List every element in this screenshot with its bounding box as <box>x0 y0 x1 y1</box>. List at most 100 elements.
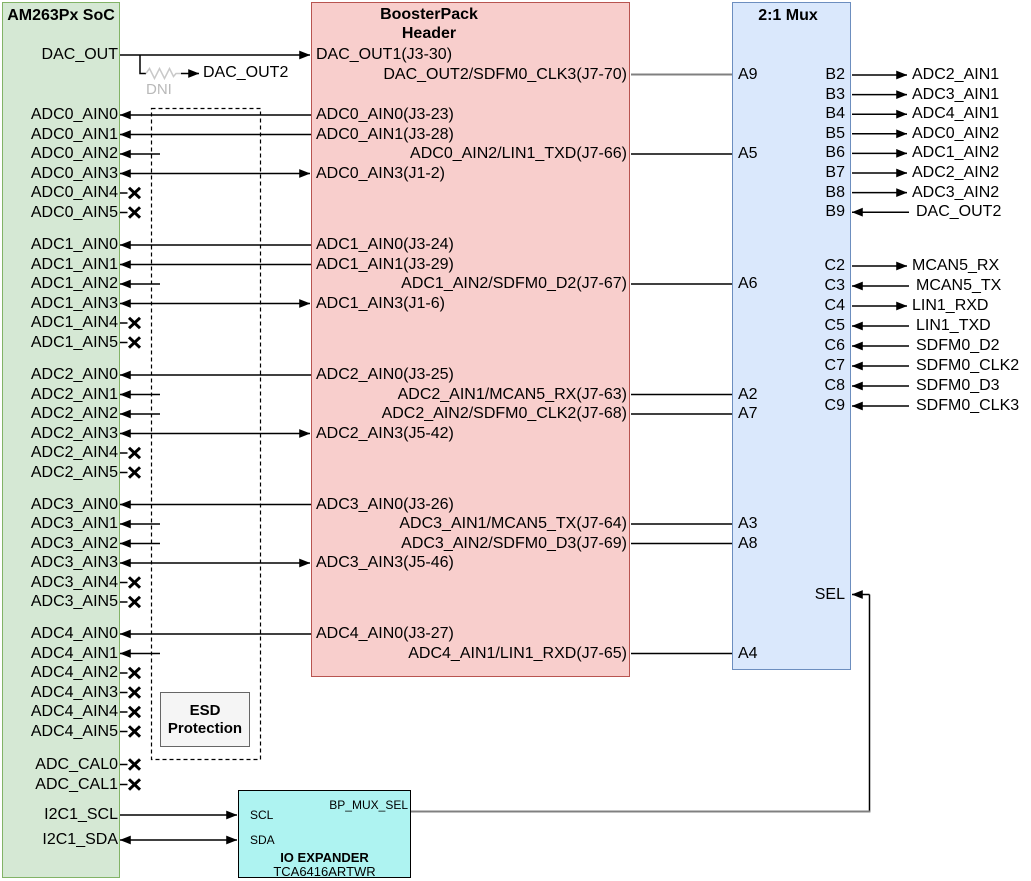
mux-pin-A7: A7 <box>738 405 758 422</box>
ext-signal-LIN1_RXD: LIN1_RXD <box>912 297 989 314</box>
ext-signal-ADC0_AIN2: ADC0_AIN2 <box>912 124 1000 142</box>
bp-pin-adc0_0: ADC0_AIN0(J3-23) <box>316 106 454 123</box>
bp-pin-adc0_2: ADC0_AIN2/LIN1_TXD(J7-66) <box>410 145 627 162</box>
soc-block <box>2 2 120 878</box>
soc-signal-adc3_3: ADC3_AIN3 <box>30 554 118 571</box>
bp-pin-adc3_1: ADC3_AIN1/MCAN5_TX(J7-64) <box>399 515 627 532</box>
ext-signal-SDFM0_D3: SDFM0_D3 <box>916 377 1000 394</box>
no-connect-x <box>127 686 142 699</box>
io-expander-name: IO EXPANDER <box>280 850 369 865</box>
soc-signal-adc0_4: ADC0_AIN4 <box>30 184 118 201</box>
no-connect-x <box>127 686 142 699</box>
boosterpack-title-line1: BoosterPack <box>380 6 478 23</box>
esd-label-line2: Protection <box>167 719 243 737</box>
soc-signal-adc4_1: ADC4_AIN1 <box>30 644 118 662</box>
boosterpack-header-block <box>311 2 630 677</box>
soc-signal-adc4_3: ADC4_AIN3 <box>30 683 118 701</box>
mux-pin-B3: B3 <box>825 85 845 103</box>
soc-signal-adc1_4: ADC1_AIN4 <box>30 314 118 331</box>
mux-pin-B8: B8 <box>825 183 845 201</box>
bp-pin-adc1_0: ADC1_AIN0(J3-24) <box>316 236 454 253</box>
mux-pin-B5: B5 <box>825 124 845 142</box>
boosterpack-title-line2: Header <box>401 25 457 42</box>
esd-protection-box: ESD Protection <box>160 692 250 747</box>
no-connect-x <box>127 778 142 791</box>
mux-pin-C5: C5 <box>824 317 845 334</box>
bp-pin-adc1_3: ADC1_AIN3(J1-6) <box>316 294 445 312</box>
soc-signal-adc2_0: ADC2_AIN0 <box>30 366 118 383</box>
bp-pin-adc4_0: ADC4_AIN0(J3-27) <box>316 625 454 642</box>
esd-protection-boundary <box>150 107 262 761</box>
no-connect-x <box>127 758 142 771</box>
dni-label: DNI <box>146 81 172 98</box>
soc-signal-scl: I2C1_SCL <box>44 806 118 823</box>
soc-signal-adc3_2: ADC3_AIN2 <box>30 534 118 552</box>
mux-pin-A3: A3 <box>738 515 758 532</box>
soc-signal-adc2_2: ADC2_AIN2 <box>30 405 118 422</box>
mux-pin-A6: A6 <box>738 275 758 292</box>
bp-pin-adc3_3: ADC3_AIN3(J5-46) <box>316 554 454 571</box>
soc-signal-adc4_4: ADC4_AIN4 <box>30 703 118 720</box>
soc-signal-cal0: ADC_CAL0 <box>35 755 118 773</box>
ext-signal-SDFM0_CLK2: SDFM0_CLK2 <box>916 357 1020 374</box>
bp-pin-adc3_0: ADC3_AIN0(J3-26) <box>316 495 454 513</box>
esd-label-line1: ESD <box>189 701 221 719</box>
ext-signal-SDFM0_CLK3: SDFM0_CLK3 <box>916 397 1020 414</box>
soc-signal-adc1_3: ADC1_AIN3 <box>30 294 118 312</box>
no-connect-x <box>127 725 142 738</box>
soc-signal-adc0_5: ADC0_AIN5 <box>30 203 118 221</box>
bp-pin-adc0_1: ADC0_AIN1(J3-28) <box>316 125 454 143</box>
dac-out2-net-label: DAC_OUT2 <box>203 64 289 81</box>
no-connect-x <box>127 206 142 219</box>
no-connect-x <box>127 576 142 589</box>
soc-signal-adc3_0: ADC3_AIN0 <box>30 495 118 513</box>
soc-signal-adc2_5: ADC2_AIN5 <box>30 463 118 481</box>
ext-signal-ADC3_AIN1: ADC3_AIN1 <box>912 85 1000 103</box>
soc-signal-adc0_0: ADC0_AIN0 <box>30 106 118 123</box>
mux-block <box>732 2 851 670</box>
soc-signal-sda: I2C1_SDA <box>42 831 118 848</box>
ext-signal-ADC1_AIN2: ADC1_AIN2 <box>912 144 1000 162</box>
bp-pin-adc2_0: ADC2_AIN0(J3-25) <box>316 366 454 383</box>
mux-pin-C6: C6 <box>824 337 845 354</box>
ext-signal-MCAN5_TX: MCAN5_TX <box>916 277 1002 294</box>
mux-pin-B2: B2 <box>825 66 845 83</box>
soc-signal-adc4_2: ADC4_AIN2 <box>30 664 118 681</box>
soc-signal-adc1_1: ADC1_AIN1 <box>30 255 118 273</box>
mux-pin-C2: C2 <box>824 257 845 274</box>
dni-resistor <box>145 66 181 81</box>
soc-signal-adc1_2: ADC1_AIN2 <box>30 275 118 292</box>
mux-pin-B6: B6 <box>825 144 845 162</box>
ext-signal-ADC2_AIN1: ADC2_AIN1 <box>912 66 1000 83</box>
no-connect-x <box>127 595 142 609</box>
soc-signal-adc3_4: ADC3_AIN4 <box>30 573 118 591</box>
mux-pin-B7: B7 <box>825 164 845 181</box>
mux-pin-A2: A2 <box>738 385 758 403</box>
no-connect-x <box>127 446 142 460</box>
mux-pin-A4: A4 <box>738 644 758 662</box>
no-connect-x <box>127 778 142 791</box>
no-connect-x <box>127 725 142 738</box>
wire-dac-branch <box>139 55 146 75</box>
mux-pin-A9: A9 <box>738 65 758 83</box>
io-expander-part-number: TCA6416ARTWR <box>273 864 376 879</box>
no-connect-x <box>127 666 142 680</box>
bp-pin-adc2_3: ADC2_AIN3(J5-42) <box>316 424 454 442</box>
mux-pin-A8: A8 <box>738 534 758 552</box>
ext-signal-DAC_OUT2: DAC_OUT2 <box>916 203 1002 221</box>
ext-signal-LIN1_TXD: LIN1_TXD <box>916 317 991 334</box>
no-connect-x <box>127 758 142 771</box>
soc-signal-adc0_1: ADC0_AIN1 <box>30 125 118 143</box>
no-connect-x <box>127 186 142 200</box>
bp-pin-dac2: DAC_OUT2/SDFM0_CLK3(J7-70) <box>383 65 627 83</box>
bp-pin-adc1_1: ADC1_AIN1(J3-29) <box>316 255 454 273</box>
ext-signal-SDFM0_D2: SDFM0_D2 <box>916 337 1000 354</box>
mux-pin-C8: C8 <box>824 377 845 394</box>
no-connect-x <box>127 336 142 349</box>
io-expander-pin-sda: SDA <box>250 833 275 847</box>
soc-signal-adc0_2: ADC0_AIN2 <box>30 145 118 162</box>
soc-signal-dac: DAC_OUT <box>41 46 118 63</box>
ext-signal-ADC3_AIN2: ADC3_AIN2 <box>912 183 1000 201</box>
soc-signal-adc1_5: ADC1_AIN5 <box>30 333 118 351</box>
